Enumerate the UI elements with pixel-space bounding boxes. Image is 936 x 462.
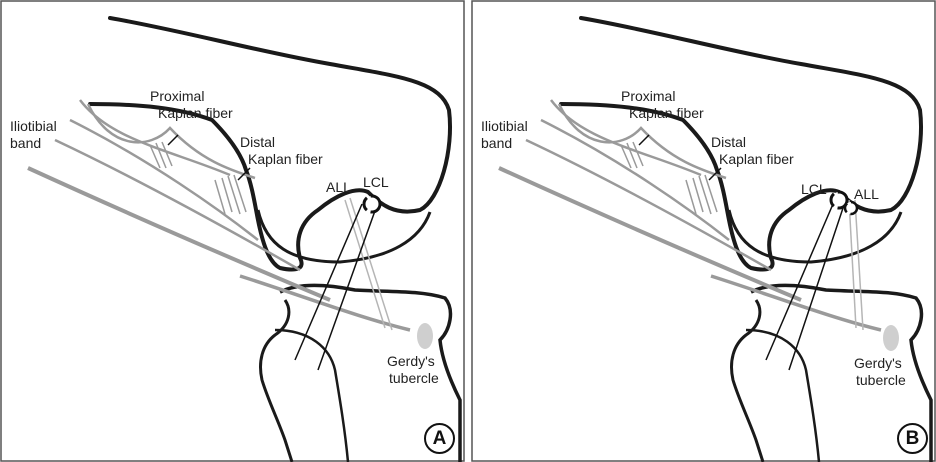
panel-a: Iliotibial band Proximal Kaplan fiber Di… xyxy=(0,0,465,462)
itb-line-1 xyxy=(499,168,801,300)
label-iliotibial: Iliotibial xyxy=(10,118,57,134)
all-origin-marker xyxy=(845,202,857,214)
label-tubercle: tubercle xyxy=(856,372,906,388)
distal-kaplan-fibers xyxy=(686,175,717,214)
distal-kaplan-fibers xyxy=(215,175,246,214)
gerdys-tubercle-shape xyxy=(883,325,899,351)
label-iliotibial: Iliotibial xyxy=(481,118,528,134)
proximal-pointer xyxy=(168,135,178,145)
itb-line-1 xyxy=(28,168,330,300)
condyle-curve xyxy=(729,210,901,262)
gerdys-tubercle-shape xyxy=(417,323,433,349)
tibia-shaft xyxy=(261,300,292,462)
all-ligament xyxy=(345,198,392,330)
label-gerdys: Gerdy's xyxy=(387,353,435,369)
label-proximal: Proximal xyxy=(150,88,204,104)
label-tubercle: tubercle xyxy=(389,370,439,386)
all-ligament xyxy=(849,200,863,330)
panel-badge-b: B xyxy=(897,423,928,454)
lcl-origin-marker xyxy=(364,196,380,212)
panel-a-drawing xyxy=(0,0,465,462)
label-distal: Distal xyxy=(240,134,275,150)
tibia-shaft xyxy=(732,300,763,462)
panel-b: Iliotibial band Proximal Kaplan fiber Di… xyxy=(471,0,936,462)
label-distal-kaplan: Kaplan fiber xyxy=(719,151,794,167)
panel-b-drawing xyxy=(471,0,936,462)
label-all: ALL xyxy=(326,179,351,195)
label-lcl: LCL xyxy=(363,174,389,190)
label-gerdys: Gerdy's xyxy=(854,355,902,371)
proximal-pointer xyxy=(639,135,649,145)
condyle-curve xyxy=(258,210,430,262)
label-distal-kaplan: Kaplan fiber xyxy=(248,151,323,167)
label-proximal-kaplan: Kaplan fiber xyxy=(158,105,233,121)
label-proximal-kaplan: Kaplan fiber xyxy=(629,105,704,121)
label-band: band xyxy=(10,135,41,151)
label-lcl: LCL xyxy=(801,181,827,197)
panel-badge-a: A xyxy=(424,423,455,454)
label-all: ALL xyxy=(854,186,879,202)
label-proximal: Proximal xyxy=(621,88,675,104)
label-band: band xyxy=(481,135,512,151)
label-distal: Distal xyxy=(711,134,746,150)
